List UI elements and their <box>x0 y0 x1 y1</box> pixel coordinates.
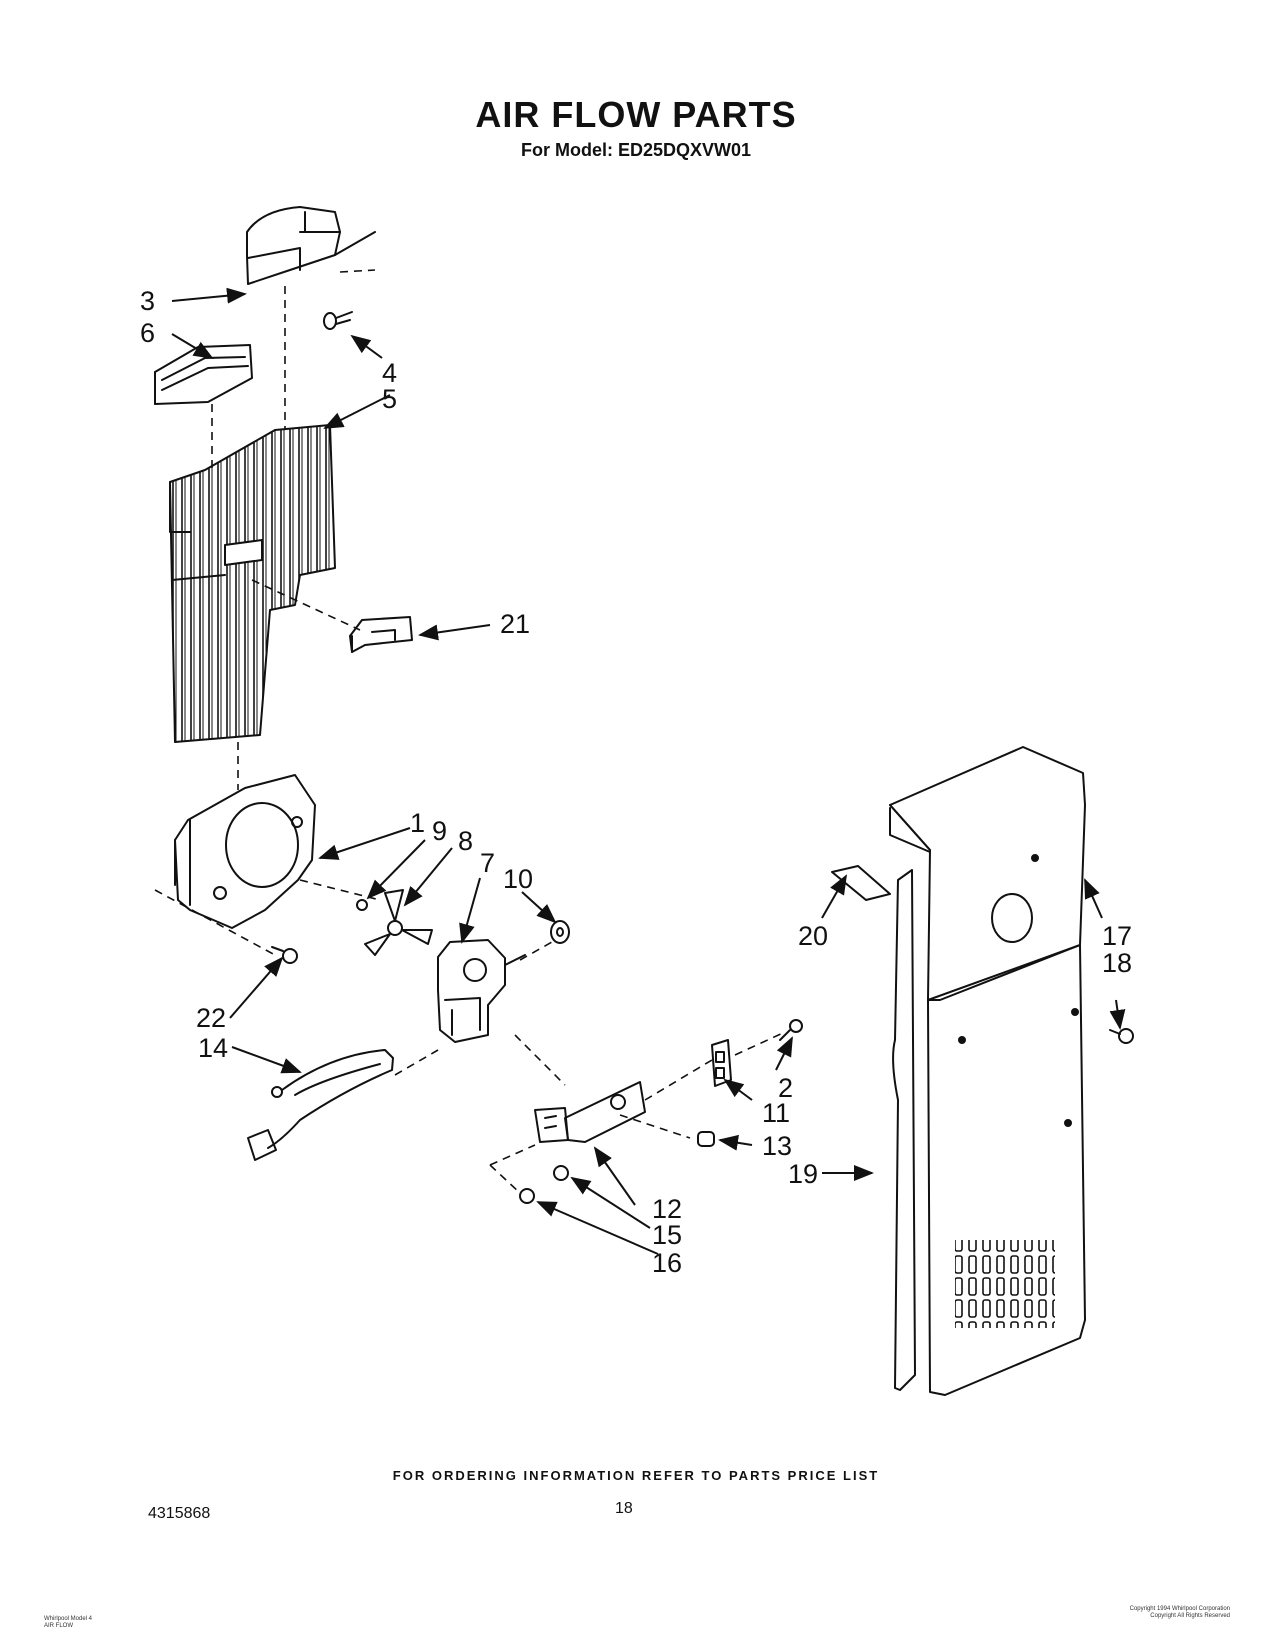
callout-6: 6 <box>140 318 155 348</box>
thermostat-clip-part <box>349 616 413 653</box>
callout-3: 3 <box>140 286 155 316</box>
fan-nut-9-part <box>356 899 368 911</box>
callout-22: 22 <box>196 1003 226 1033</box>
switch-11-part <box>711 1039 732 1087</box>
fan-motor-7-part <box>437 939 526 1043</box>
model-subtitle: For Model: ED25DQXVW01 <box>520 140 752 160</box>
alignment-lines <box>154 269 786 1194</box>
fan-blade-8-part <box>364 889 433 956</box>
motor-bracket-12-part <box>534 1081 646 1143</box>
evaporator-cover-panel-part <box>169 424 336 743</box>
wiring-harness-14-part <box>247 1049 394 1161</box>
screw-18-part <box>1109 1028 1134 1044</box>
callout-4: 4 <box>382 358 397 388</box>
callout-9: 9 <box>432 816 447 846</box>
freezer-air-panel-17-part <box>889 746 1086 1001</box>
callout-19: 19 <box>788 1159 818 1189</box>
screws-15-16-part <box>519 1165 569 1204</box>
callout-2: 2 <box>778 1073 793 1103</box>
page-title: AIR FLOW PARTS <box>475 94 797 135</box>
page-number: 18 <box>615 1500 633 1517</box>
fine-print-left-line-1: Whirlpool Model 4 <box>44 1616 93 1622</box>
callout-14: 14 <box>198 1033 228 1063</box>
callout-21: 21 <box>500 609 530 639</box>
callout-7: 7 <box>480 848 495 878</box>
air-duct-cover-part <box>246 206 376 285</box>
callout-15: 15 <box>652 1220 682 1250</box>
fine-print-left: Whirlpool Model 4 AIR FLOW <box>44 1616 92 1630</box>
screw-22-part <box>271 946 298 964</box>
callout-13: 13 <box>762 1131 792 1161</box>
callout-16: 16 <box>652 1248 682 1278</box>
callout-20: 20 <box>798 921 828 951</box>
fine-print-right: Copyright 1994 Whirlpool Corporation Cop… <box>1130 1606 1230 1620</box>
fine-print-right-line-1: Copyright 1994 Whirlpool Corporation <box>1129 1606 1230 1612</box>
grommet-13-part <box>697 1131 715 1147</box>
callout-labels: 3 6 4 5 21 1 9 8 7 10 22 14 2 11 13 19 1… <box>140 286 1132 1278</box>
callout-11: 11 <box>762 1098 790 1128</box>
document-number: 4315868 <box>148 1505 211 1522</box>
callout-5: 5 <box>382 384 397 414</box>
callout-10: 10 <box>503 864 533 894</box>
screw-2-part <box>779 1019 803 1041</box>
callout-17: 17 <box>1102 921 1132 951</box>
gasket-strip-20-part <box>831 865 916 1391</box>
callout-8: 8 <box>458 826 473 856</box>
callout-1: 1 <box>410 808 425 838</box>
fine-print-right-line-2: Copyright All Rights Reserved <box>1150 1613 1230 1619</box>
callout-18: 18 <box>1102 948 1132 978</box>
screw-4-part <box>323 311 353 330</box>
callout-leaders <box>171 287 1126 1255</box>
motor-grommet-10-part <box>550 920 570 944</box>
fine-print-left-line-2: AIR FLOW <box>44 1623 74 1629</box>
fan-shroud-part <box>174 774 316 929</box>
callout-12: 12 <box>652 1194 682 1224</box>
evaporator-back-cover-19-part <box>927 944 1086 1396</box>
ordering-info-note: FOR ORDERING INFORMATION REFER TO PARTS … <box>392 1468 880 1483</box>
